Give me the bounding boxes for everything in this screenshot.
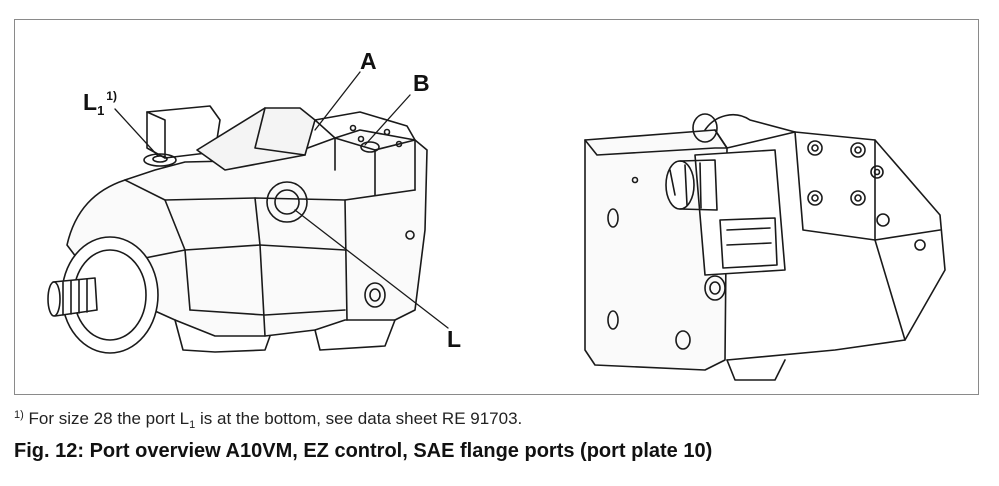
right-pump-drawing (584, 113, 946, 381)
footnote-subscript: 1 (189, 419, 196, 431)
pump-illustration (47, 71, 946, 381)
left-pump-drawing (47, 105, 428, 354)
port-label-l: L (447, 326, 462, 352)
footnote-text-before: For size 28 the port L (23, 409, 190, 428)
leader-lines (114, 71, 449, 329)
footnote-marker: 1) (14, 409, 24, 421)
footnote: 1) For size 28 the port L1 is at the bot… (14, 409, 523, 431)
figure-frame: L11) A B L (14, 19, 979, 395)
port-label-b: B (413, 70, 430, 96)
port-label-a: A (360, 48, 377, 74)
figure-caption: Fig. 12: Port overview A10VM, EZ control… (14, 440, 713, 462)
port-label-l1: L11) (83, 89, 117, 118)
footnote-text-after: is at the bottom, see data sheet RE 9170… (195, 409, 523, 428)
